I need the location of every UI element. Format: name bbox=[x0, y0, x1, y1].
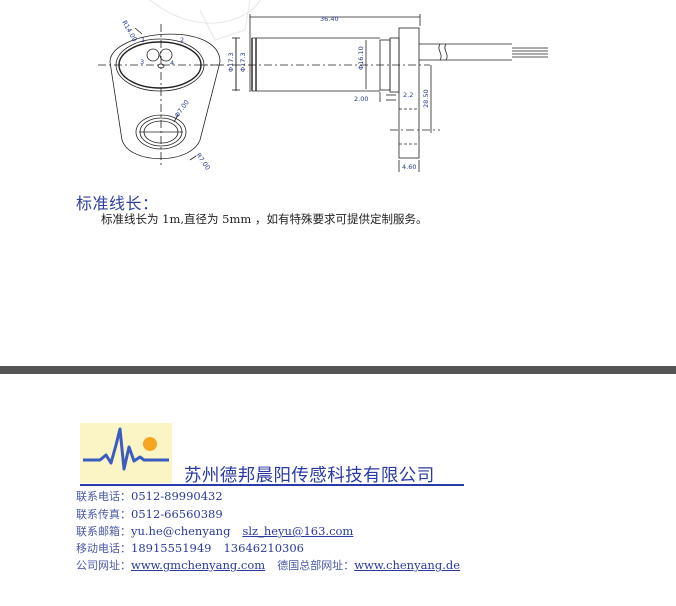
dim-total-length: 36.40 bbox=[320, 15, 339, 23]
dim-flange-gap: 2.2 bbox=[403, 91, 413, 99]
company-name: 苏州德邦晨阳传感科技有限公司 bbox=[184, 466, 435, 486]
svg-text:2: 2 bbox=[180, 36, 184, 44]
section-body: 标准线长为 1m,直径为 5mm ，如有特殊要求可提供定制服务。 bbox=[101, 212, 428, 226]
dim-step: 2.00 bbox=[354, 95, 368, 103]
email-primary: yu.he@chenyang bbox=[131, 524, 231, 538]
dim-side-body-diameter: Φ17.3 bbox=[227, 52, 235, 72]
company-name-underline bbox=[80, 484, 464, 486]
dim-hole-diameter: Φ7.00 bbox=[173, 99, 191, 120]
germany-website-link[interactable]: www.chenyang.de bbox=[354, 558, 461, 572]
dim-bottom-radius: R7.00 bbox=[194, 152, 211, 172]
wave-sun-logo-icon bbox=[83, 427, 169, 471]
front-view-drawing bbox=[98, 24, 240, 165]
side-view-drawing bbox=[200, 14, 548, 172]
page-separator bbox=[0, 366, 676, 374]
svg-text:3: 3 bbox=[140, 58, 144, 66]
dim-flange-thickness: 4.60 bbox=[402, 163, 416, 171]
dim-top-radius: R14.00 bbox=[120, 19, 138, 43]
technical-drawing: R14.00 1 2 3 4 Φ7.00 R7.00 Φ17.3 bbox=[98, 0, 548, 172]
dim-mount-distance: 28.50 bbox=[422, 89, 430, 108]
dim-inner-diameter: Φ16.10 bbox=[357, 46, 365, 70]
company-footer bbox=[0, 374, 676, 606]
svg-text:4: 4 bbox=[170, 59, 174, 67]
dim-front-body-diameter: Φ17.3 bbox=[239, 52, 247, 72]
email-secondary-link[interactable]: slz_heyu@163.com bbox=[242, 524, 354, 538]
svg-text:1: 1 bbox=[141, 36, 145, 44]
company-logo bbox=[80, 423, 172, 483]
company-website-link[interactable]: www.gmchenyang.com bbox=[131, 558, 266, 572]
contact-phone: 联系电话：0512-89990432 bbox=[76, 489, 223, 503]
contact-fax: 联系传真：0512-66560389 bbox=[76, 507, 223, 521]
document-page-top: R14.00 1 2 3 4 Φ7.00 R7.00 Φ17.3 bbox=[76, 0, 548, 226]
section-title: 标准线长： bbox=[76, 194, 159, 213]
